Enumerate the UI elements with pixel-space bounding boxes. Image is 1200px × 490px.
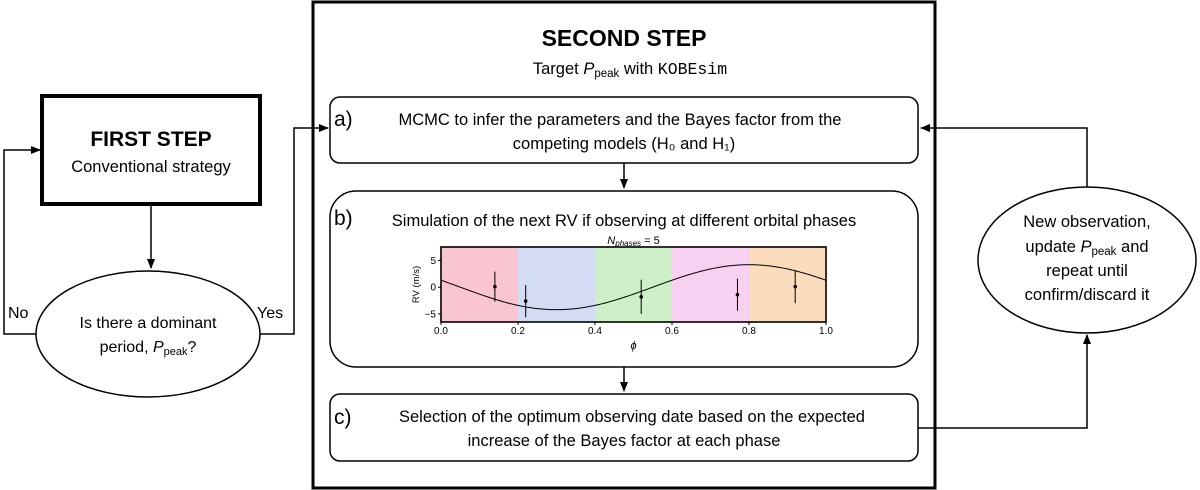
phase-band-5 — [749, 247, 826, 322]
rv-phase-chart: 0.0 0.2 0.4 0.6 0.8 1.0 5 0 −5 ϕ RV (m/s) Nphases =… — [411, 235, 833, 352]
step-c-line1: Selection of the optimum observing date … — [399, 408, 865, 426]
data-point-5 — [793, 284, 797, 289]
phase-band-2 — [518, 247, 595, 322]
new-observation-line4: confirm/discard it — [1025, 286, 1150, 304]
x-tick-label-2: 0.2 — [511, 326, 525, 337]
new-observation-line1: New observation, — [1023, 213, 1150, 231]
new-observation-ellipse — [977, 186, 1197, 334]
data-point-4 — [735, 292, 740, 297]
first-step-box — [40, 94, 262, 206]
model-curve — [440, 264, 827, 311]
y-axis-label: RV (m/s) — [411, 266, 422, 303]
first-step-subtitle: Conventional strategy — [71, 158, 231, 176]
x-tick-label-1: 0.0 — [434, 326, 448, 337]
new-observation-line3: repeat until — [1046, 262, 1128, 280]
second-step-title: SECOND STEP — [542, 25, 707, 51]
decision-line1: Is there a dominant — [80, 315, 218, 332]
x-axis-label: ϕ — [630, 340, 636, 352]
x-tick-label-6: 1.0 — [819, 326, 833, 337]
y-tick-label-2: 0 — [430, 283, 436, 294]
data-point-2 — [523, 299, 528, 303]
y-tick-label-1: 5 — [430, 256, 436, 267]
phase-band-4 — [672, 247, 749, 322]
no-label: No — [8, 305, 29, 322]
arrow-no-loop — [3, 146, 41, 335]
new-observation-line2: update Ppeak and — [1025, 238, 1148, 258]
data-point-1 — [493, 284, 497, 289]
step-a-line1: MCMC to infer the parameters and the Bay… — [399, 111, 842, 129]
step-a-box — [329, 96, 919, 164]
y-tick-label-3: −5 — [425, 309, 437, 320]
x-tick-label-4: 0.6 — [665, 326, 679, 337]
step-a-line2: competing models (H₀ and H₁) — [513, 135, 735, 153]
first-step-title: FIRST STEP — [90, 128, 211, 151]
arrow-c-to-new-observation — [918, 334, 1091, 429]
step-c-line2: increase of the Bayes factor at each pha… — [468, 432, 781, 450]
second-step-subtitle: Target Ppeak with KOBEsim — [533, 60, 727, 80]
x-tick-label-3: 0.4 — [588, 326, 602, 337]
decision-ellipse — [35, 270, 261, 398]
arrow-yes-to-second — [260, 124, 329, 335]
arrow-new-observation-to-a — [920, 124, 1088, 187]
data-point-3 — [639, 295, 643, 299]
chart-title: Nphases = 5 — [607, 235, 659, 248]
x-tick-label-5: 0.8 — [742, 326, 756, 337]
second-step-box — [311, 0, 937, 490]
step-b-letter: b) — [334, 207, 353, 230]
step-a-letter: a) — [334, 108, 353, 131]
step-c-letter: c) — [334, 406, 352, 429]
yes-label: Yes — [257, 305, 283, 322]
plot-frame — [440, 246, 827, 323]
step-b-line1: Simulation of the next RV if observing a… — [392, 212, 856, 230]
decision-line2: period, Ppeak? — [100, 339, 197, 358]
step-c-box — [329, 393, 919, 462]
